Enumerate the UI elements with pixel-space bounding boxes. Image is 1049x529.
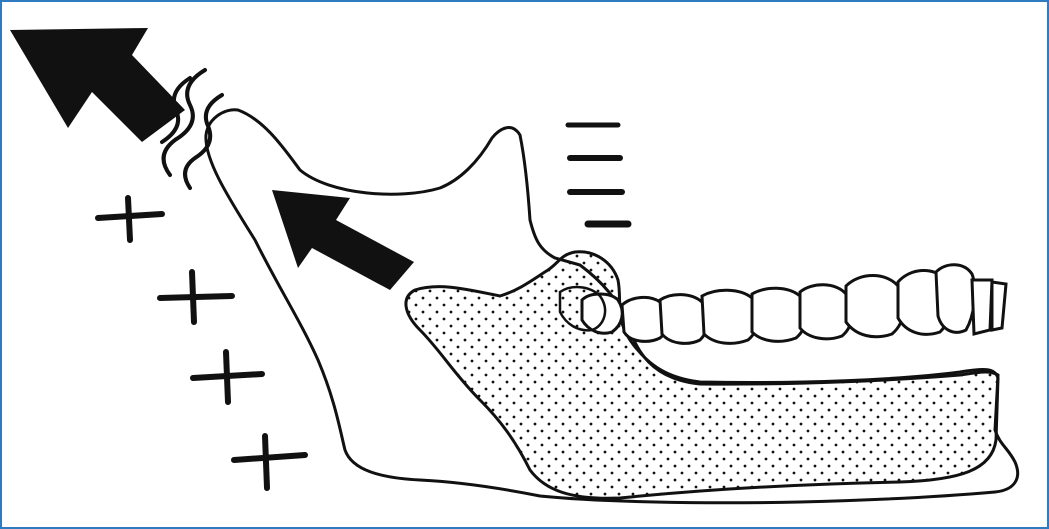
wavy-lines [162, 70, 222, 188]
plus-sign-3 [193, 352, 262, 402]
tooth-11 [992, 282, 1006, 330]
teeth-row [582, 265, 1006, 344]
small-growth-arrow [272, 190, 414, 290]
plus-sign-1 [98, 198, 162, 240]
tooth-7 [846, 276, 904, 337]
tooth-4 [702, 290, 758, 343]
large-growth-arrow [10, 28, 185, 142]
positive-signs [98, 198, 305, 488]
tooth-9 [936, 265, 975, 333]
negative-signs [568, 125, 628, 224]
plus-sign-4 [234, 436, 305, 488]
plus-sign-2 [160, 272, 232, 322]
tooth-10 [972, 280, 992, 334]
tooth-5 [752, 288, 806, 341]
